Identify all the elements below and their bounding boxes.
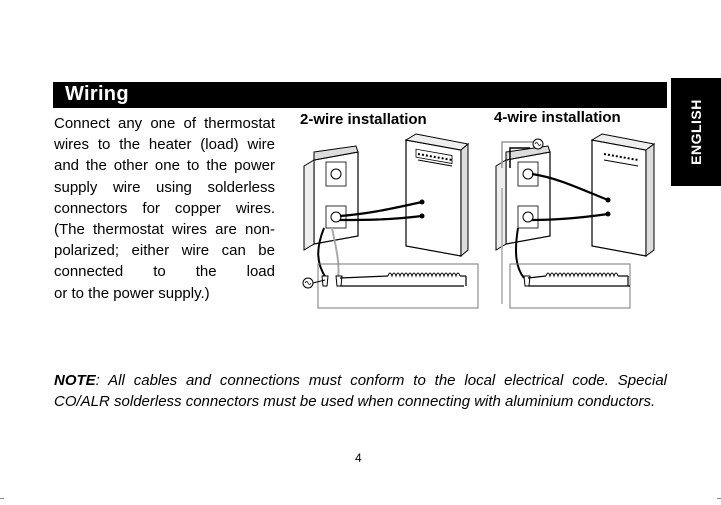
figure-2wire-title: 2-wire installation [300,111,427,128]
body-line: (The thermostat wires are [54,221,237,239]
note-label: NOTE [54,372,96,389]
body-line: other one to the power [113,157,275,175]
wiring-diagram-4wire [495,133,656,309]
thermostat-illustration [404,133,470,258]
body-line: Connect any one of [54,115,196,132]
section-header-bar: Wiring [53,82,667,108]
crop-mark [0,498,4,499]
body-line: supply wire using solderless [54,178,275,196]
body-line: connectors for copper wires. [54,199,275,217]
note-text: : All cables and connections must confor… [54,372,667,410]
figure-4wire-title: 4-wire installation [494,109,621,126]
note-paragraph: NOTE: All cables and connections must co… [54,370,667,412]
page-number: 4 [355,451,362,465]
body-line: non-polarized; either wire [54,221,276,260]
body-line-last: or to the power supply.) [54,284,210,302]
wiring-diagram-2wire [302,133,479,309]
body-line: thermostat wires to the [54,115,276,154]
section-title: Wiring [65,83,129,105]
wall-box-illustration [303,145,359,251]
language-tab: ENGLISH [671,78,721,186]
body-line: heater (load) wire and the [54,136,276,175]
wiring-instructions: Connect any one of thermostat wires to t… [54,113,275,304]
body-line: can be connected to the load [54,242,275,281]
language-tab-label: ENGLISH [688,99,704,165]
thermostat-illustration [590,133,656,257]
crop-mark [717,498,721,499]
wall-box-illustration [495,145,551,251]
